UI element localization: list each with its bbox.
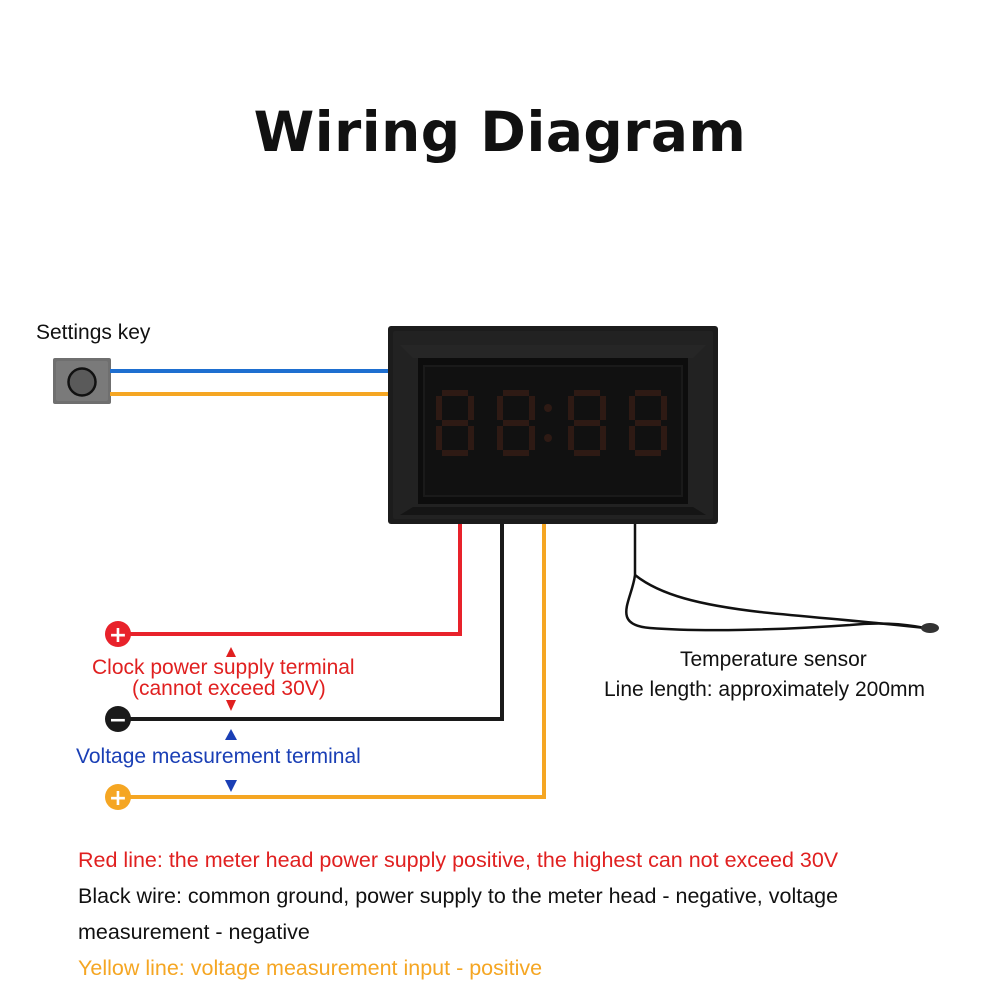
led-segment — [436, 396, 442, 420]
led-segment — [497, 396, 503, 420]
led-digit — [497, 390, 535, 456]
legend-red-line: Red line: the meter head power supply po… — [78, 848, 839, 872]
legend-black-line: Black wire: common ground, power supply … — [78, 884, 839, 908]
led-segment — [635, 420, 661, 426]
red-wire — [125, 524, 462, 636]
led-digit — [568, 390, 606, 456]
clock-terminal-limit-label: (cannot exceed 30V) — [132, 677, 326, 700]
blue-arrow-down-icon — [225, 780, 237, 792]
positive-symbol: + — [109, 623, 127, 648]
led-segment — [600, 426, 606, 450]
blue-arrow-up-icon — [225, 729, 237, 740]
led-segment — [629, 396, 635, 420]
led-segment — [600, 396, 606, 420]
led-segment — [529, 426, 535, 450]
probe-cable-loop — [634, 574, 926, 630]
led-colon-dot — [544, 404, 552, 412]
led-segment — [629, 426, 635, 450]
input-symbol: + — [109, 786, 127, 811]
line-length-label: Line length: approximately 200mm — [604, 678, 926, 701]
temperature-probe-icon — [921, 623, 939, 633]
led-segment — [635, 390, 661, 396]
settings-key-label: Settings key — [36, 321, 151, 344]
led-digit — [629, 390, 667, 456]
led-segment — [661, 396, 667, 420]
legend-yellow-line: Yellow line: voltage measurement input -… — [78, 956, 543, 980]
black-wire — [125, 524, 504, 721]
led-segment — [568, 426, 574, 450]
page-title: Wiring Diagram — [253, 100, 747, 164]
led-segment — [442, 450, 468, 456]
negative-terminal: − — [105, 706, 131, 733]
led-segment — [442, 390, 468, 396]
led-colon-dot — [544, 434, 552, 442]
led-segment — [635, 450, 661, 456]
red-arrow-up-icon — [226, 647, 236, 657]
led-segment — [568, 396, 574, 420]
led-segment — [574, 450, 600, 456]
input-terminal: + — [105, 784, 131, 811]
legend-black-line-cont: measurement - negative — [78, 920, 310, 944]
led-segment — [574, 390, 600, 396]
yellow-wire — [125, 524, 546, 799]
led-segment — [661, 426, 667, 450]
led-segment — [497, 426, 503, 450]
temperature-sensor-label: Temperature sensor — [680, 648, 867, 671]
negative-symbol: − — [109, 708, 127, 733]
wire-legend: Red line: the meter head power supply po… — [78, 842, 958, 986]
led-segment — [503, 450, 529, 456]
led-segment — [468, 426, 474, 450]
voltage-terminal-label: Voltage measurement terminal — [76, 745, 361, 768]
led-segment — [529, 396, 535, 420]
led-segment — [503, 420, 529, 426]
red-arrow-down-icon — [226, 700, 236, 711]
led-segment — [503, 390, 529, 396]
positive-terminal: + — [105, 621, 131, 648]
clock-terminal-label: Clock power supply terminal — [92, 656, 355, 679]
seven-segment-display-icon — [388, 326, 718, 524]
led-digit — [436, 390, 474, 456]
led-segment — [468, 396, 474, 420]
led-segment — [436, 426, 442, 450]
led-segment — [574, 420, 600, 426]
push-button-icon — [53, 358, 111, 404]
led-segment — [442, 420, 468, 426]
